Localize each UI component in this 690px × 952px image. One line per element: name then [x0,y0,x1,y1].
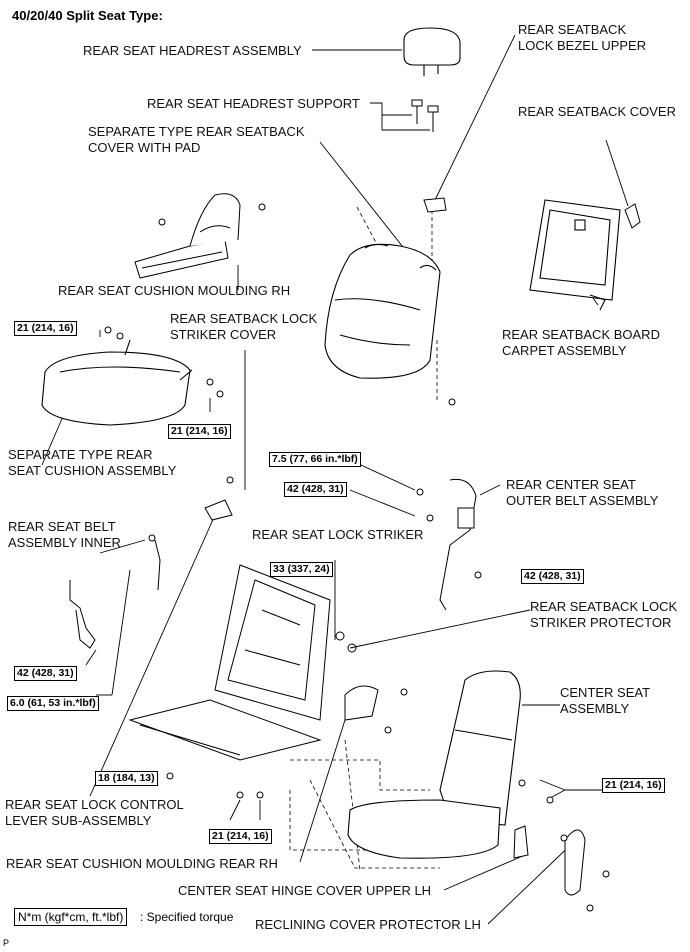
torque-spec-6: 42 (428, 31) [521,569,584,584]
label-hinge-cover: CENTER SEAT HINGE COVER UPPER LH [178,883,432,898]
reclining-cover-drawing [564,829,586,896]
torque-spec-9: 18 (184, 13) [95,771,158,786]
headrest-drawing [403,27,461,76]
board-carpet-drawing [529,199,621,311]
label-seatback-cover: REAR SEATBACK COVER [518,104,676,119]
label-center-seat-line2: ASSEMBLY [560,701,630,716]
label-separate-cover-line1: SEPARATE TYPE REAR SEATBACK [88,124,305,139]
label-headrest-assembly: REAR SEAT HEADREST ASSEMBLY [83,43,302,58]
torque-spec-3: 7.5 (77, 66 in.*lbf) [269,452,361,467]
cushion-moulding-rear-drawing [344,685,379,721]
label-center-seat-line1: CENTER SEAT [560,685,651,700]
torque-spec-11: 21 (214, 16) [602,778,665,793]
torque-spec-1: 21 (214, 16) [14,321,77,336]
label-control-lever-line2: LEVER SUB-ASSEMBLY [5,813,152,828]
label-lock-bezel-line1: REAR SEATBACK [518,22,627,37]
seatback-cover-drawing [324,243,441,379]
label-belt-inner-line2: ASSEMBLY INNER [8,535,121,550]
label-lock-bezel-line2: LOCK BEZEL UPPER [518,38,647,53]
legend-torque-box: N*m (kgf*cm, ft.*lbf) [14,908,128,926]
torque-spec-5: 33 (337, 24) [270,562,333,577]
torque-spec-10: 21 (214, 16) [209,829,272,844]
label-control-lever-line1: REAR SEAT LOCK CONTROL [5,797,184,812]
torque-spec-2: 21 (214, 16) [168,424,231,439]
torque-spec-4: 42 (428, 31) [284,482,347,497]
torque-spec-7: 42 (428, 31) [14,666,77,681]
cushion-moulding-rh-drawing [134,193,241,279]
diagram-title: 40/20/40 Split Seat Type: [12,8,163,23]
label-cushion-assembly-line2: SEAT CUSHION ASSEMBLY [8,463,177,478]
dashed-lines [289,206,470,871]
label-cushion-moulding-rear-rh: REAR SEAT CUSHION MOULDING REAR RH [6,856,278,871]
seatback-cover-bracket [624,203,641,229]
legend-text: : Specified torque [140,910,234,924]
leader-lines [41,34,629,925]
label-board-carpet-line1: REAR SEATBACK BOARD [502,327,660,342]
label-separate-cover-line2: COVER WITH PAD [88,140,201,155]
label-striker-cover-line1: REAR SEATBACK LOCK [170,311,318,326]
hinge-cover-drawing [513,825,529,859]
seat-cushion-drawing [41,339,193,426]
lock-bezel-drawing [423,197,447,213]
label-center-outer-belt-line1: REAR CENTER SEAT [506,477,636,492]
label-board-carpet-line2: CARPET ASSEMBLY [502,343,627,358]
torque-spec-8: 6.0 (61, 53 in.*lbf) [7,696,99,711]
label-cushion-moulding-rh: REAR SEAT CUSHION MOULDING RH [58,283,291,298]
label-cushion-assembly-line1: SEPARATE TYPE REAR [8,447,153,462]
label-headrest-support: REAR SEAT HEADREST SUPPORT [147,96,360,111]
center-outer-belt-drawing [416,478,482,611]
bolts [104,203,610,912]
label-striker-protector-line2: STRIKER PROTECTOR [530,615,672,630]
seat-frame-drawing [128,564,357,761]
center-seat-drawing [347,670,521,859]
label-belt-inner-line1: REAR SEAT BELT [8,519,116,534]
headrest-support-drawing [411,99,439,132]
belt-inner-drawing [69,534,161,649]
label-center-outer-belt-line2: OUTER BELT ASSEMBLY [506,493,659,508]
striker-cover-drawing [204,499,233,521]
label-striker-cover-line2: STRIKER COVER [170,327,277,342]
label-lock-striker: REAR SEAT LOCK STRIKER [252,527,424,542]
label-striker-protector-line1: REAR SEATBACK LOCK [530,599,678,614]
label-reclining-cover: RECLINING COVER PROTECTOR LH [255,917,481,932]
corner-mark: P [3,938,10,948]
